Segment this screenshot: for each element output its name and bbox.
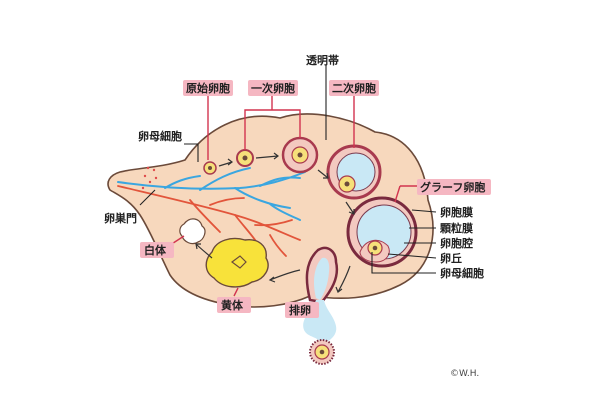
label-box-primordial	[183, 80, 233, 96]
label-antrum: 卵胞腔	[440, 236, 473, 250]
hilum-dots	[141, 166, 158, 190]
label-graafian-follicle: グラーフ卵胞	[420, 180, 485, 194]
primary-follicle-large	[281, 136, 319, 174]
label-granulosa: 顆粒膜	[440, 221, 473, 235]
credit-text: ©W.H.	[450, 369, 479, 379]
label-corpus-luteum: 黄体	[221, 298, 244, 312]
label-oocyte-left: 卵母細胞	[138, 129, 182, 143]
secondary-follicle	[326, 144, 382, 200]
graafian-follicle	[346, 196, 418, 268]
veins	[117, 167, 306, 221]
corpus-luteum	[205, 237, 269, 288]
label-box-ovulation	[285, 302, 319, 318]
primary-follicle	[236, 149, 254, 167]
label-primary-follicle: 一次卵胞	[251, 81, 295, 95]
label-oocyte-right: 卵母細胞	[440, 266, 484, 280]
label-box-secondary	[329, 80, 379, 96]
progression-arrows	[195, 152, 355, 293]
label-primordial-follicle: 原始卵胞	[186, 81, 230, 95]
black-leader-lines	[139, 65, 437, 274]
label-corpus-albicans: 白体	[144, 243, 167, 257]
ruptured-follicle	[305, 246, 339, 304]
label-cumulus: 卵丘	[440, 251, 462, 265]
label-box-graafian	[417, 179, 491, 195]
label-hilum: 卵巣門	[104, 211, 137, 225]
label-box-luteum	[217, 297, 251, 313]
label-box-primary	[248, 80, 298, 96]
corpus-albicans	[179, 218, 206, 245]
released-oocyte	[309, 339, 335, 365]
label-box-albicans	[140, 242, 174, 258]
label-zona-pellucida: 透明帯	[306, 53, 339, 67]
label-ovulation: 排卵	[289, 303, 311, 317]
label-theca: 卵胞膜	[440, 205, 473, 219]
corpus-luteum-center	[231, 255, 247, 269]
primordial-follicle	[203, 161, 217, 175]
label-secondary-follicle: 二次卵胞	[332, 81, 376, 95]
